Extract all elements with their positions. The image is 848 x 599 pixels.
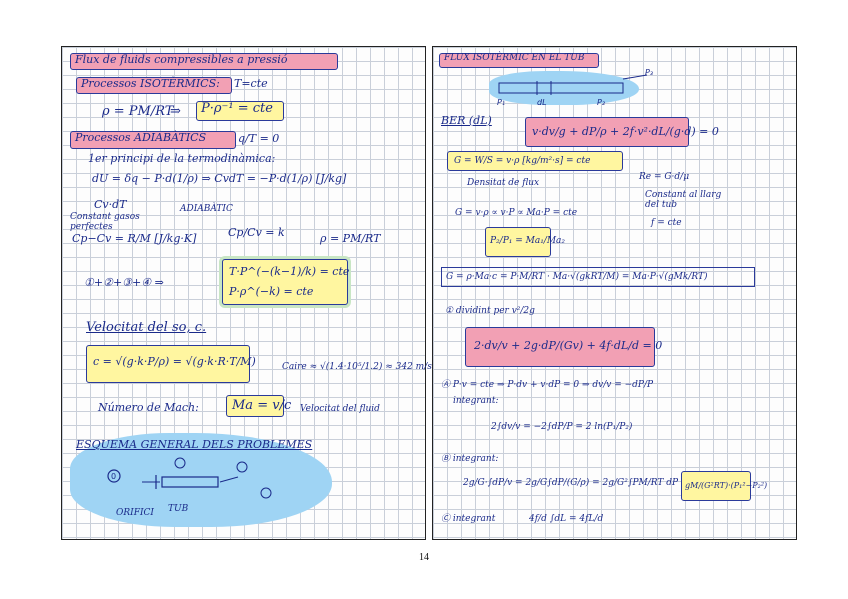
scheme-heading: ESQUEMA GENERAL DELS PROBLEMES (76, 438, 313, 451)
first-principle: 1er principi de la termodinàmica: (88, 152, 276, 165)
isotermics-heading: Processos ISOTÈRMICS: (76, 77, 232, 94)
svg-text:dL: dL (537, 98, 547, 107)
pressure-ratio: P₂/P₁ = Ma₁/Ma₂ (485, 227, 565, 257)
step-b-equation: 2g/G·∫dP/v = 2g/G∫dP/(G/ρ) = 2g/G²∫PM/RT… (463, 478, 679, 488)
adiab-result-line-2: P·ρ^(−k) = cte (229, 285, 314, 298)
isotermic-result: P·ρ⁻¹ = cte (196, 101, 284, 121)
svg-text:P₁: P₁ (497, 98, 505, 107)
svg-text:P₃: P₃ (645, 68, 653, 77)
rho-prm-equation: ρ = PM/RT (320, 232, 381, 245)
right-title: FLUX ISOTÈRMIC EN EL TUB (439, 53, 599, 68)
integrant-a: integrant: (453, 396, 499, 406)
constant-gasos: Constant gasos perfectes (70, 212, 140, 232)
rho-equation: ρ = PM/RT (102, 104, 174, 119)
page-number: 14 (419, 552, 429, 563)
sound-speed-formula: c = √(g·k·P/ρ) = √(g·k·R·T/M) (86, 345, 256, 383)
step-c: Ⓒ integrant (441, 514, 496, 524)
step-a: Ⓐ P·v = cte ⇒ P·dv + v·dP = 0 ⇒ dv/v = −… (441, 380, 654, 390)
adiabatics-heading: Processos ADIABÀTICS (70, 131, 236, 149)
isot-condition: T=cte (234, 77, 268, 90)
air-sound-speed: Caire ≈ √(1.4·10⁵/1.2) ≈ 342 m/s (282, 362, 432, 372)
g-proportional: G = v·ρ ∝ v·P ∝ Ma·P = cte (455, 208, 578, 218)
friction-constant: f = cte (651, 218, 682, 228)
adiabatic-tag: ADIABÀTIC (180, 204, 233, 214)
fluid-velocity-note: Velocitat del fluid (300, 404, 380, 414)
sum-equation: ①+②+③+④ ⇒ (84, 276, 164, 289)
svg-text:P₂: P₂ (597, 98, 606, 107)
step-c-equation: 4f/d ∫dL = 4fL/d (529, 514, 604, 524)
reynolds-number: Re = G·d/μ (639, 172, 690, 182)
left-notebook-page: Flux de fluids compressibles a pressió P… (61, 46, 432, 540)
divided-equation: 2·dv/v + 2g·dP/(Gv) + 4f·dL/d = 0 (465, 327, 662, 367)
implies-arrow: ⇒ (170, 104, 181, 119)
ber-label: BER (dL) (441, 114, 492, 127)
right-notebook-page: FLUX ISOTÈRMIC EN EL TUB P₃ P₁ dL P₂ BER… (432, 46, 797, 540)
cvdt-label: Cv·dT (94, 198, 127, 211)
scheme-highlight (70, 433, 332, 527)
adiab-condition: q/T = 0 (238, 132, 280, 145)
constant-llarg-note: Constant al llarg del tub (645, 190, 722, 210)
left-title: Flux de fluids compressibles a pressió (70, 53, 338, 70)
svg-text:0: 0 (111, 472, 116, 481)
adiab-result-line-1: T·P^(−(k−1)/k) = cte (229, 265, 350, 278)
tube-highlight (489, 71, 639, 105)
step-b: Ⓑ integrant: (441, 454, 499, 464)
adiabatic-result-box: T·P^(−(k−1)/k) = cte P·ρ^(−k) = cte (222, 259, 350, 305)
g-full-expression: G = ρ·Ma·c = P·M/RT · Ma·√(gkRT/M) = Ma·… (441, 267, 755, 287)
tub-label: TUB (168, 504, 189, 514)
mach-formula: Ma = v/c (226, 395, 291, 417)
velocitat-so-heading: Velocitat del so, c. (86, 320, 207, 335)
pipe-scheme-drawing: 0 (107, 457, 272, 499)
densitat-note: Densitat de flux (467, 178, 540, 188)
orifici-label: ORIFICI (116, 508, 154, 518)
cp-cv-ratio: Cp/Cv = k (228, 226, 285, 239)
mass-flux-equation: G = W/S = v·ρ [kg/m²·s] = cte (447, 151, 623, 171)
cp-cv-equation: Cp−Cv = R/M [J/kg·K] (72, 232, 197, 245)
mach-label: Número de Mach: (98, 401, 199, 414)
ber-equation: v·dv/g + dP/ρ + 2f·v²·dL/(g·d) = 0 (525, 117, 719, 147)
step-a-integral: 2∫dv/v = −2∫dP/P = 2 ln(P₁/P₂) (491, 422, 633, 432)
step-b-result: gM/(G²RT)·(P₁²−P₂²) (681, 471, 767, 501)
du-equation: dU = δq − P·d(1/ρ) ⇒ CvdT = −P·d(1/ρ) [J… (92, 172, 347, 185)
tube-diagram: P₃ P₁ dL P₂ (497, 68, 653, 107)
dividing-step: ① dividint per v²/2g (445, 306, 535, 316)
